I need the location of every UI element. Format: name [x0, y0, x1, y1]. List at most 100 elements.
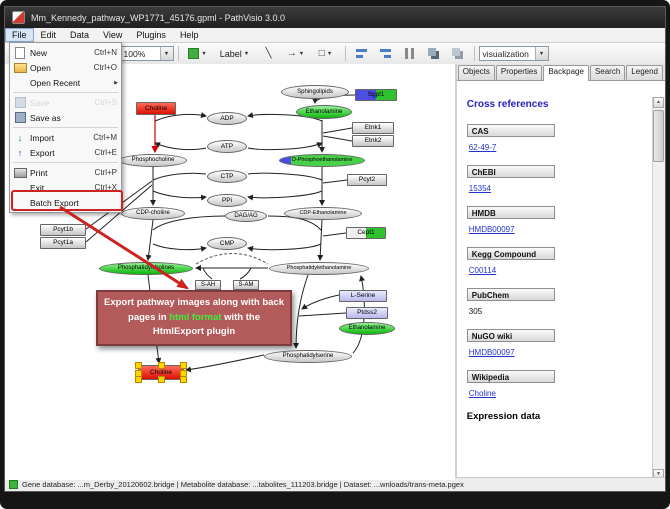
canvas-sidebar-splitter[interactable]	[454, 64, 457, 480]
menu-item-shortcut: Ctrl+N	[94, 48, 117, 57]
selection-handle-n[interactable]	[158, 362, 165, 369]
menubar: File Edit Data View Plugins Help	[5, 28, 665, 43]
pathway-node-s-ah[interactable]: S-AH	[195, 280, 221, 290]
sidebar-scrollbar[interactable]: ▲ ▼	[652, 97, 665, 480]
label-tool-text: Label	[219, 48, 242, 59]
tab-legend[interactable]: Legend	[626, 65, 663, 80]
menu-item-shortcut: Ctrl+O	[93, 63, 117, 72]
menu-file[interactable]: File	[5, 28, 34, 42]
pathway-node-l-serine[interactable]: L-Serine	[339, 290, 387, 302]
pathway-node-etnk2[interactable]: Etnk2	[352, 135, 394, 147]
menu-edit[interactable]: Edit	[40, 30, 57, 40]
dropdown-caret-icon: ▼	[326, 50, 333, 57]
selection-handle-ne[interactable]	[180, 362, 187, 369]
menu-item-label: Open	[30, 62, 51, 73]
pathway-node-sphingolipids[interactable]: Sphingolipids	[281, 85, 349, 99]
selection-handle-nw[interactable]	[135, 362, 142, 369]
pathway-node-s-am[interactable]: S-AM	[233, 280, 259, 290]
pathway-node-o-phosphoethanolamine[interactable]: O-Phosphoethanolamine	[279, 154, 365, 167]
tab-objects[interactable]: Objects	[457, 65, 495, 80]
bring-forward-button[interactable]	[423, 44, 445, 63]
app-icon	[12, 11, 25, 24]
line-tool-button[interactable]: ╲	[258, 44, 280, 63]
pathway-node-pcyt1b[interactable]: Pcyt1b	[40, 224, 86, 236]
label-tool-dropdown[interactable]: Label▼	[214, 44, 256, 63]
pathway-node-ctp[interactable]: CTP	[207, 170, 247, 183]
titlebar[interactable]: Mm_Kennedy_pathway_WP1771_45176.gpml - P…	[5, 7, 665, 28]
file-menu-item-open[interactable]: Open Ctrl+O	[10, 60, 121, 75]
pathway-node-phosphatidylethanolamine[interactable]: Phosphatidylethanolamine	[269, 262, 369, 275]
crossref-id-link[interactable]: 15354	[468, 184, 491, 193]
zoom-dropdown-icon[interactable]: ▼	[159, 47, 173, 60]
pathway-node-atp[interactable]: ATP	[207, 140, 247, 153]
print-icon	[12, 167, 28, 178]
pathway-node-ptdss2[interactable]: Ptdss2	[346, 307, 388, 319]
selection-handle-sw[interactable]	[135, 376, 142, 383]
crossref-db-header: PubChem	[466, 288, 555, 301]
pathway-node-phosphatidylcholines[interactable]: Phosphatidylcholines	[99, 262, 193, 275]
pathway-node-choline[interactable]: Choline	[136, 102, 176, 115]
line-tool-icon: ╲	[265, 47, 272, 59]
distribute-horizontal-button[interactable]	[399, 44, 421, 63]
zoom-value: 100%	[123, 48, 146, 59]
datanode-tool-dropdown[interactable]: ▼	[184, 44, 212, 63]
pathway-node-etnk1[interactable]: Etnk1	[352, 122, 394, 134]
visualization-dropdown-icon[interactable]: ▼	[534, 47, 548, 60]
menu-item-label: Print	[30, 167, 48, 178]
scroll-up-icon[interactable]: ▲	[653, 97, 664, 108]
file-menu-item-open-recent[interactable]: Open Recent▶	[10, 75, 121, 90]
pathway-node-ppi[interactable]: PPi	[207, 194, 247, 207]
pathway-node-ethanolamine[interactable]: Ethanolamine	[296, 105, 352, 119]
callout-line2: pages in html format with the	[98, 311, 290, 326]
crossref-id: 305	[468, 307, 483, 316]
pathway-node-sgpl1[interactable]: Sgpl1	[355, 89, 397, 101]
selection-handle-w[interactable]	[135, 369, 142, 377]
zoom-select[interactable]: 100% ▼	[119, 46, 174, 61]
tab-search[interactable]: Search	[589, 65, 626, 80]
pathway-node-cdp-choline[interactable]: CDP-choline	[121, 207, 185, 220]
crossref-id-link[interactable]: Choline	[468, 389, 496, 398]
crossref-id-link[interactable]: C00114	[468, 266, 497, 275]
crossref-id-link[interactable]: HMDB00097	[468, 225, 515, 234]
pathway-node-phosphocholine[interactable]: Phosphocholine	[119, 154, 187, 167]
send-backward-button[interactable]	[447, 44, 469, 63]
scrollbar-thumb[interactable]	[653, 110, 664, 162]
pathway-node-dag-ag[interactable]: DAG/AG	[225, 210, 267, 222]
shape-tool-dropdown[interactable]: □▼	[312, 44, 340, 63]
menu-data[interactable]: Data	[70, 30, 90, 40]
menu-help[interactable]: Help	[179, 30, 199, 40]
file-menu-item-save-as[interactable]: Save as	[10, 110, 121, 125]
menu-plugins[interactable]: Plugins	[136, 30, 166, 40]
save-icon	[12, 97, 28, 108]
visualization-select[interactable]: visualization ▼	[478, 46, 549, 61]
tab-properties[interactable]: Properties	[495, 65, 543, 80]
arrow-tool-dropdown[interactable]: →▼	[282, 44, 310, 63]
align-vertical-button[interactable]	[375, 44, 397, 63]
pathway-node-adp[interactable]: ADP	[207, 112, 247, 125]
pathway-node-pcyt1a[interactable]: Pcyt1a	[40, 237, 86, 249]
pathway-node-cdp-ethanolamine[interactable]: CDP-Ethanolamine	[284, 207, 362, 220]
tab-backpage[interactable]: Backpage	[543, 65, 589, 81]
pathway-node-pcyt2[interactable]: Pcyt2	[347, 174, 387, 186]
pathway-node-ethanolamine[interactable]: Ethanolamine	[339, 322, 395, 335]
menu-view[interactable]: View	[103, 30, 123, 40]
pathway-node-cept1[interactable]: Cept1	[346, 227, 386, 239]
crossref-id-link[interactable]: 62-49-7	[468, 143, 497, 152]
align-horizontal-button[interactable]	[351, 44, 373, 63]
selection-handle-se[interactable]	[180, 376, 187, 383]
pathway-node-choline[interactable]: Choline	[135, 362, 187, 383]
file-menu-item-batch-export[interactable]: Batch Export	[10, 195, 121, 210]
toolbar-separator	[344, 46, 346, 61]
pathway-node-cmp[interactable]: CMP	[207, 237, 247, 250]
selection-handle-s[interactable]	[158, 376, 165, 383]
crossref-id-link[interactable]: HMDB00097	[468, 348, 515, 357]
pathway-node-phosphatidylserine[interactable]: Phosphatidylserine	[264, 350, 352, 363]
